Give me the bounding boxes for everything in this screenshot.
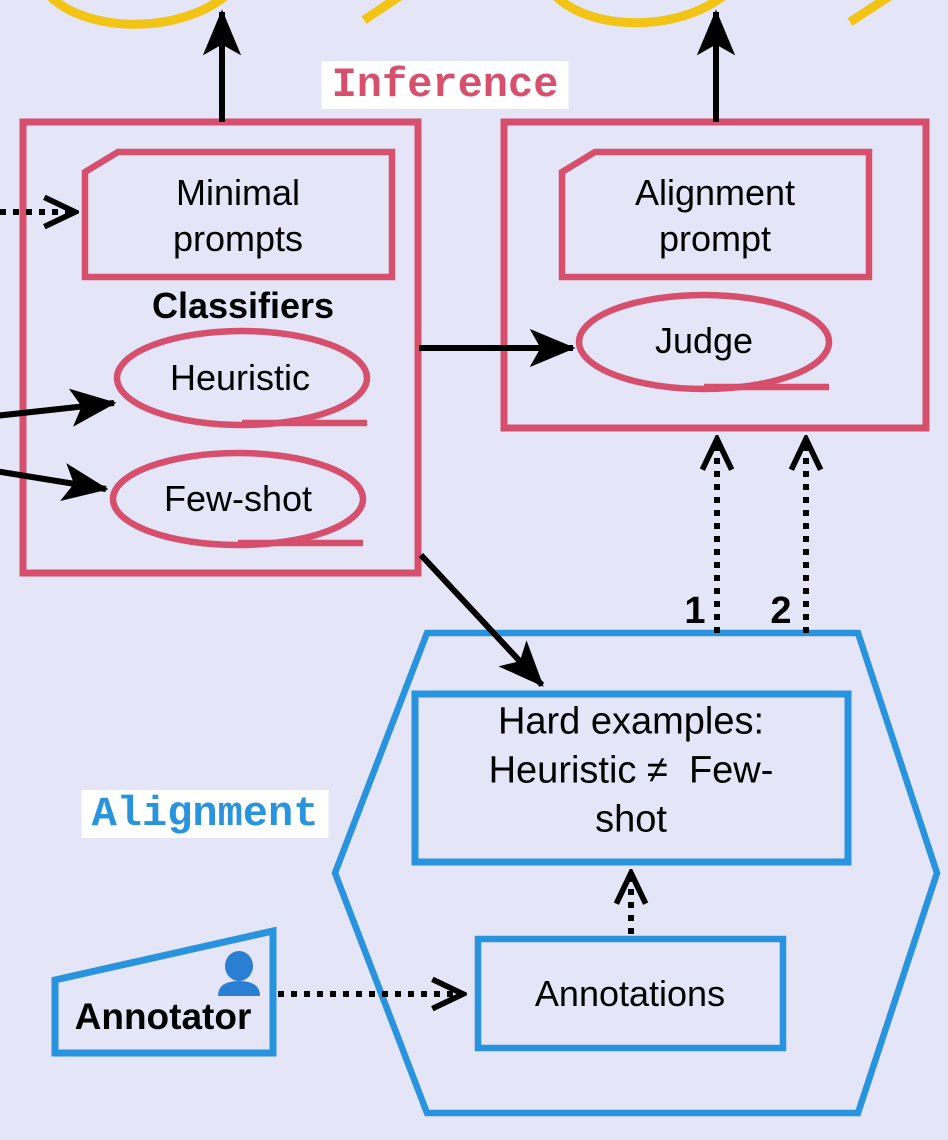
right-cloud-edge bbox=[847, 0, 892, 26]
annotator-box bbox=[51, 926, 277, 1057]
arrow-into-few-shot bbox=[0, 463, 109, 501]
alignment-prompt-card bbox=[558, 148, 873, 281]
minimal-prompts-label: Minimal prompts bbox=[172, 172, 304, 259]
judge-label: Judge bbox=[654, 320, 754, 361]
arrow-label-1: 1 bbox=[684, 590, 706, 632]
arrow-classifiers-to-hard-examples bbox=[418, 552, 545, 688]
alignment-section-label: Alignment bbox=[81, 790, 329, 838]
right-cloud-arc bbox=[553, 0, 725, 28]
hard-examples-box bbox=[411, 690, 852, 866]
few-shot-model-shape bbox=[109, 449, 367, 549]
judge-model-shape bbox=[575, 291, 833, 393]
minimal-prompts-card bbox=[81, 148, 396, 281]
inference-section-label: Inference bbox=[321, 61, 569, 109]
left-cloud-arc bbox=[47, 0, 228, 29]
annotations-label: Annotations bbox=[534, 973, 726, 1014]
annotations-box bbox=[474, 935, 787, 1052]
classifiers-title: Classifiers bbox=[151, 285, 335, 326]
left-cloud-edge bbox=[361, 0, 403, 24]
alignment-prompt-label: Alignment prompt bbox=[634, 172, 796, 259]
arrow-label-2: 2 bbox=[770, 590, 792, 632]
heuristic-label: Heuristic bbox=[169, 357, 311, 398]
alignment-hexagon bbox=[331, 629, 941, 1117]
annotator-label: Annotator bbox=[74, 996, 252, 1037]
annotator-person-icon bbox=[218, 951, 260, 996]
few-shot-label: Few-shot bbox=[163, 478, 313, 519]
arrow-into-heuristic bbox=[0, 388, 117, 427]
hard-examples-label: Hard examples: Heuristic ≠ Few-shot bbox=[488, 700, 774, 841]
heuristic-model-shape bbox=[113, 327, 371, 429]
